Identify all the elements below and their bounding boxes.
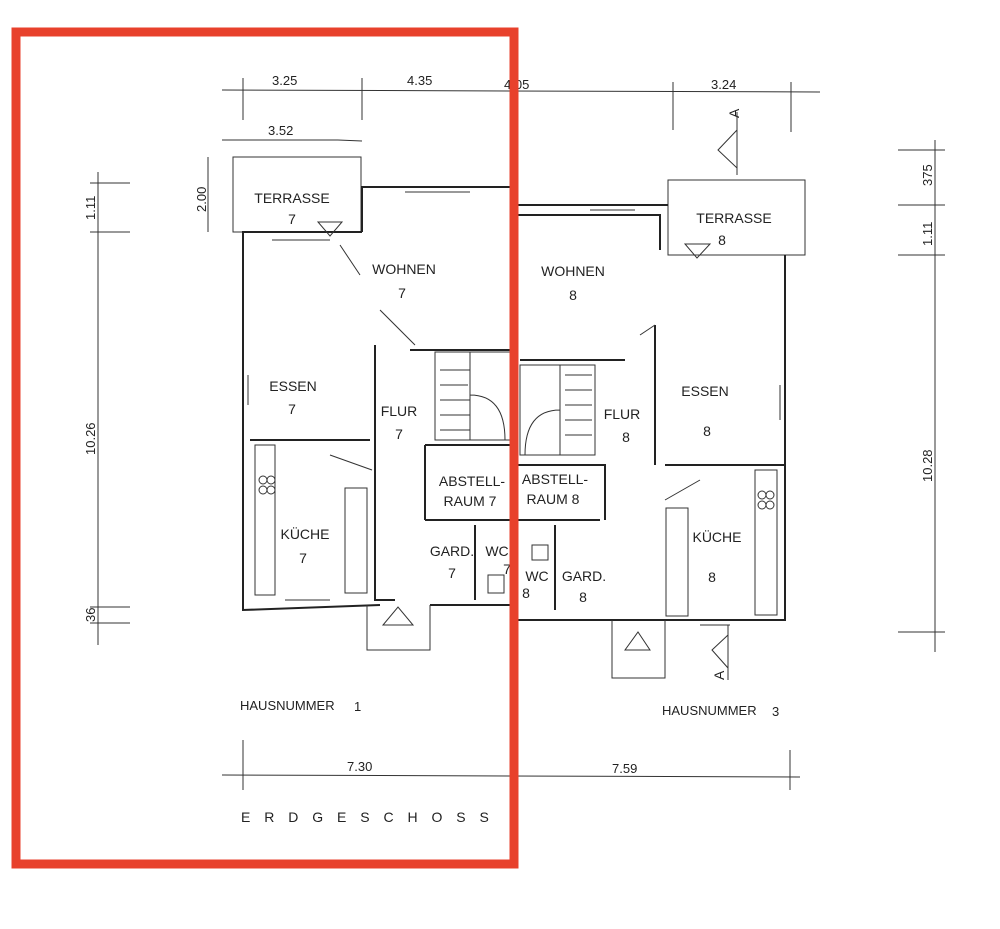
right-dimension-chain: 375 1.11 10.28	[898, 140, 945, 652]
room-label-kueche: KÜCHE	[280, 525, 329, 542]
dim-label: 2.00	[194, 187, 209, 212]
room-number: 7	[395, 426, 403, 442]
dim-label: 10.26	[83, 422, 98, 455]
staircase	[434, 351, 511, 441]
section-label: A	[711, 670, 727, 680]
room-number: 8	[622, 429, 630, 445]
room-label-essen: ESSEN	[681, 383, 728, 399]
room-label-flur: FLUR	[381, 403, 418, 419]
terrace-8	[667, 179, 806, 256]
house-number-1: 1	[354, 699, 361, 714]
room-label-gard: GARD.	[562, 568, 606, 584]
room-number: 8	[569, 287, 577, 303]
room-label-terrasse: TERRASSE	[696, 210, 771, 226]
dim-label: 7.59	[612, 761, 637, 776]
room-label-kueche: KÜCHE	[692, 528, 741, 545]
room-number: 8	[522, 585, 530, 601]
room-label-wohnen: WOHNEN	[541, 263, 605, 279]
room-number: 8	[703, 423, 711, 439]
room-number: 7	[288, 401, 296, 417]
kitchen-counter	[254, 444, 276, 596]
room-number: RAUM 8	[527, 491, 580, 507]
section-marker-top: A	[717, 108, 742, 175]
entrance-arrow-icon	[381, 606, 415, 626]
room-number: 7	[448, 565, 456, 581]
dim-label: 3.52	[268, 123, 293, 138]
highlight-box	[11, 27, 519, 869]
house-1-room-labels: TERRASSE 7 WOHNEN 7 ESSEN 7 FLUR 7 KÜCHE…	[254, 190, 511, 581]
top-dimension-chain: 3.25 4.35 4.05 3.24	[221, 73, 821, 132]
dim-label: 10.28	[920, 449, 935, 482]
house-3-room-labels: TERRASSE 8 WOHNEN 8 ESSEN 8 FLUR 8 KÜCHE…	[522, 210, 772, 605]
door-arrow-icon	[683, 243, 712, 259]
section-label: A	[726, 108, 742, 118]
room-number: 8	[708, 569, 716, 585]
door-arrow-icon	[316, 221, 344, 237]
room-label-abstellraum: ABSTELL-	[522, 471, 588, 487]
staircase	[519, 364, 596, 456]
room-label-flur: FLUR	[604, 406, 641, 422]
dim-label: 3.25	[272, 73, 297, 88]
kitchen-counter	[754, 469, 778, 616]
dim-label: 1.11	[920, 222, 935, 246]
dim-label: 36	[83, 608, 98, 622]
floor-title: E R D G E S C H O S S	[241, 809, 494, 825]
room-number: 7	[503, 561, 511, 577]
room-number: 7	[299, 550, 307, 566]
dim-label: 375	[920, 164, 935, 186]
section-marker-bottom: A	[711, 625, 729, 680]
house-number-label-1: HAUSNUMMER	[240, 698, 335, 713]
house-number-label-3: HAUSNUMMER	[662, 703, 757, 718]
room-label-wc: WC	[485, 543, 508, 559]
dim-label: 1.11	[83, 196, 98, 220]
room-number: 7	[398, 285, 406, 301]
left-dimension-chain: 1.11 10.26 36	[83, 172, 130, 645]
room-label-essen: ESSEN	[269, 378, 316, 394]
room-label-wc: WC	[525, 568, 548, 584]
house-1-plan	[232, 156, 515, 651]
room-label-gard: GARD.	[430, 543, 474, 559]
house-number-3: 3	[772, 704, 779, 719]
room-label-abstellraum: ABSTELL-	[439, 473, 505, 489]
dim-label: 7.30	[347, 759, 372, 774]
dim-label: 3.24	[711, 77, 736, 92]
terrace-dimensions: 3.52 2.00	[194, 123, 363, 232]
house-3-plan	[515, 179, 806, 679]
room-number: 7	[288, 211, 296, 227]
room-label-wohnen: WOHNEN	[372, 261, 436, 277]
room-label-terrasse: TERRASSE	[254, 190, 329, 206]
room-number: 8	[579, 589, 587, 605]
room-number: RAUM 7	[444, 493, 497, 509]
dim-label: 4.35	[407, 73, 432, 88]
room-number: 8	[718, 232, 726, 248]
entrance-arrow-icon	[624, 631, 651, 651]
